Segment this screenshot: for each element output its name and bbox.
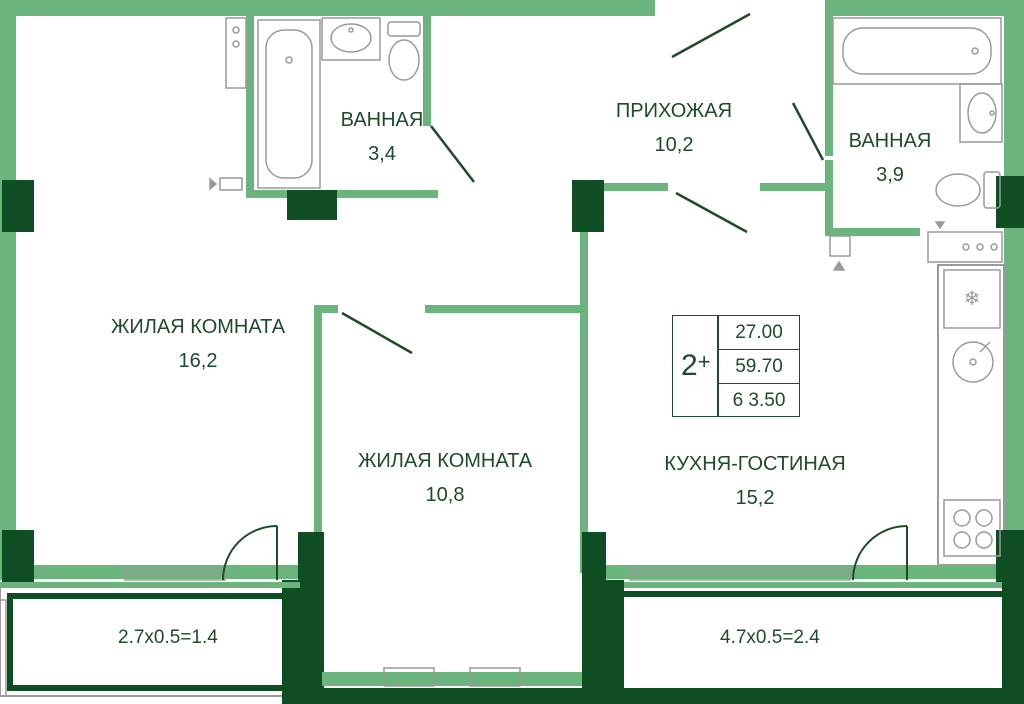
kitchen-sink-icon (952, 341, 994, 383)
total-area-value: 59.70 (719, 350, 799, 384)
balcony-right (300, 580, 1024, 704)
room-count-value: 2 (681, 349, 698, 382)
stove-icon (943, 499, 1001, 557)
outer-walls (0, 0, 1024, 580)
balcony-left-label: 2.7x0.5=1.4 (118, 627, 218, 648)
balcony-left (0, 580, 302, 704)
balcony-door-icon (222, 525, 908, 581)
door-icon (341, 12, 825, 355)
summary-divider (717, 316, 719, 416)
room-name: ВАННАЯ (848, 130, 932, 152)
room-count-plus: + (697, 349, 711, 374)
total-with-balcony-value: 6 3.50 (732, 390, 786, 411)
window-icon (0, 567, 851, 697)
room-name: ВАННАЯ (340, 109, 424, 131)
room-area: 3,4 (368, 143, 396, 165)
washing-machine-icon (225, 17, 247, 89)
room-area: 3,9 (876, 164, 904, 186)
fridge-icon: ❄ (943, 269, 1001, 329)
svg-text:❄: ❄ (964, 286, 981, 310)
room-label-living2: ЖИЛАЯ КОМНАТА 10,8 (345, 449, 545, 507)
sink-icon (321, 17, 381, 61)
room-name: ЖИЛАЯ КОМНАТА (110, 316, 286, 338)
room-area: 15,2 (735, 487, 775, 509)
interior-walls (246, 16, 1005, 573)
balcony-right-label: 4.7x0.5=2.4 (720, 627, 820, 648)
toilet-icon (935, 171, 1001, 209)
columns (2, 176, 1024, 704)
room-label-hall: ПРИХОЖАЯ 10,2 (606, 99, 742, 157)
washing-machine-icon (829, 221, 1003, 271)
room-area: 16,2 (178, 350, 218, 372)
room-name: ЖИЛАЯ КОМНАТА (357, 450, 533, 472)
room-name: ПРИХОЖАЯ (615, 100, 733, 122)
bathtub-icon (257, 19, 321, 189)
room-label-bath1: ВАННАЯ 3,4 (336, 108, 428, 166)
room-label-kitchen: КУХНЯ-ГОСТИНАЯ 15,2 (650, 452, 860, 510)
room-label-bath2: ВАННАЯ 3,9 (842, 129, 938, 187)
radiator-icon (209, 177, 243, 191)
room-label-living1: ЖИЛАЯ КОМНАТА 16,2 (98, 315, 298, 373)
room-name: КУХНЯ-ГОСТИНАЯ (664, 453, 846, 475)
sink-icon (959, 83, 1003, 143)
room-area: 10,2 (654, 134, 694, 156)
room-count: 2+ (681, 349, 711, 383)
living-area-value: 27.00 (719, 316, 799, 350)
apartment-summary-box: 2+ 27.00 59.70 6 3.50 (672, 315, 800, 417)
toilet-icon (387, 21, 421, 81)
room-area: 10,8 (425, 484, 465, 506)
bathtub-icon (832, 17, 1002, 85)
